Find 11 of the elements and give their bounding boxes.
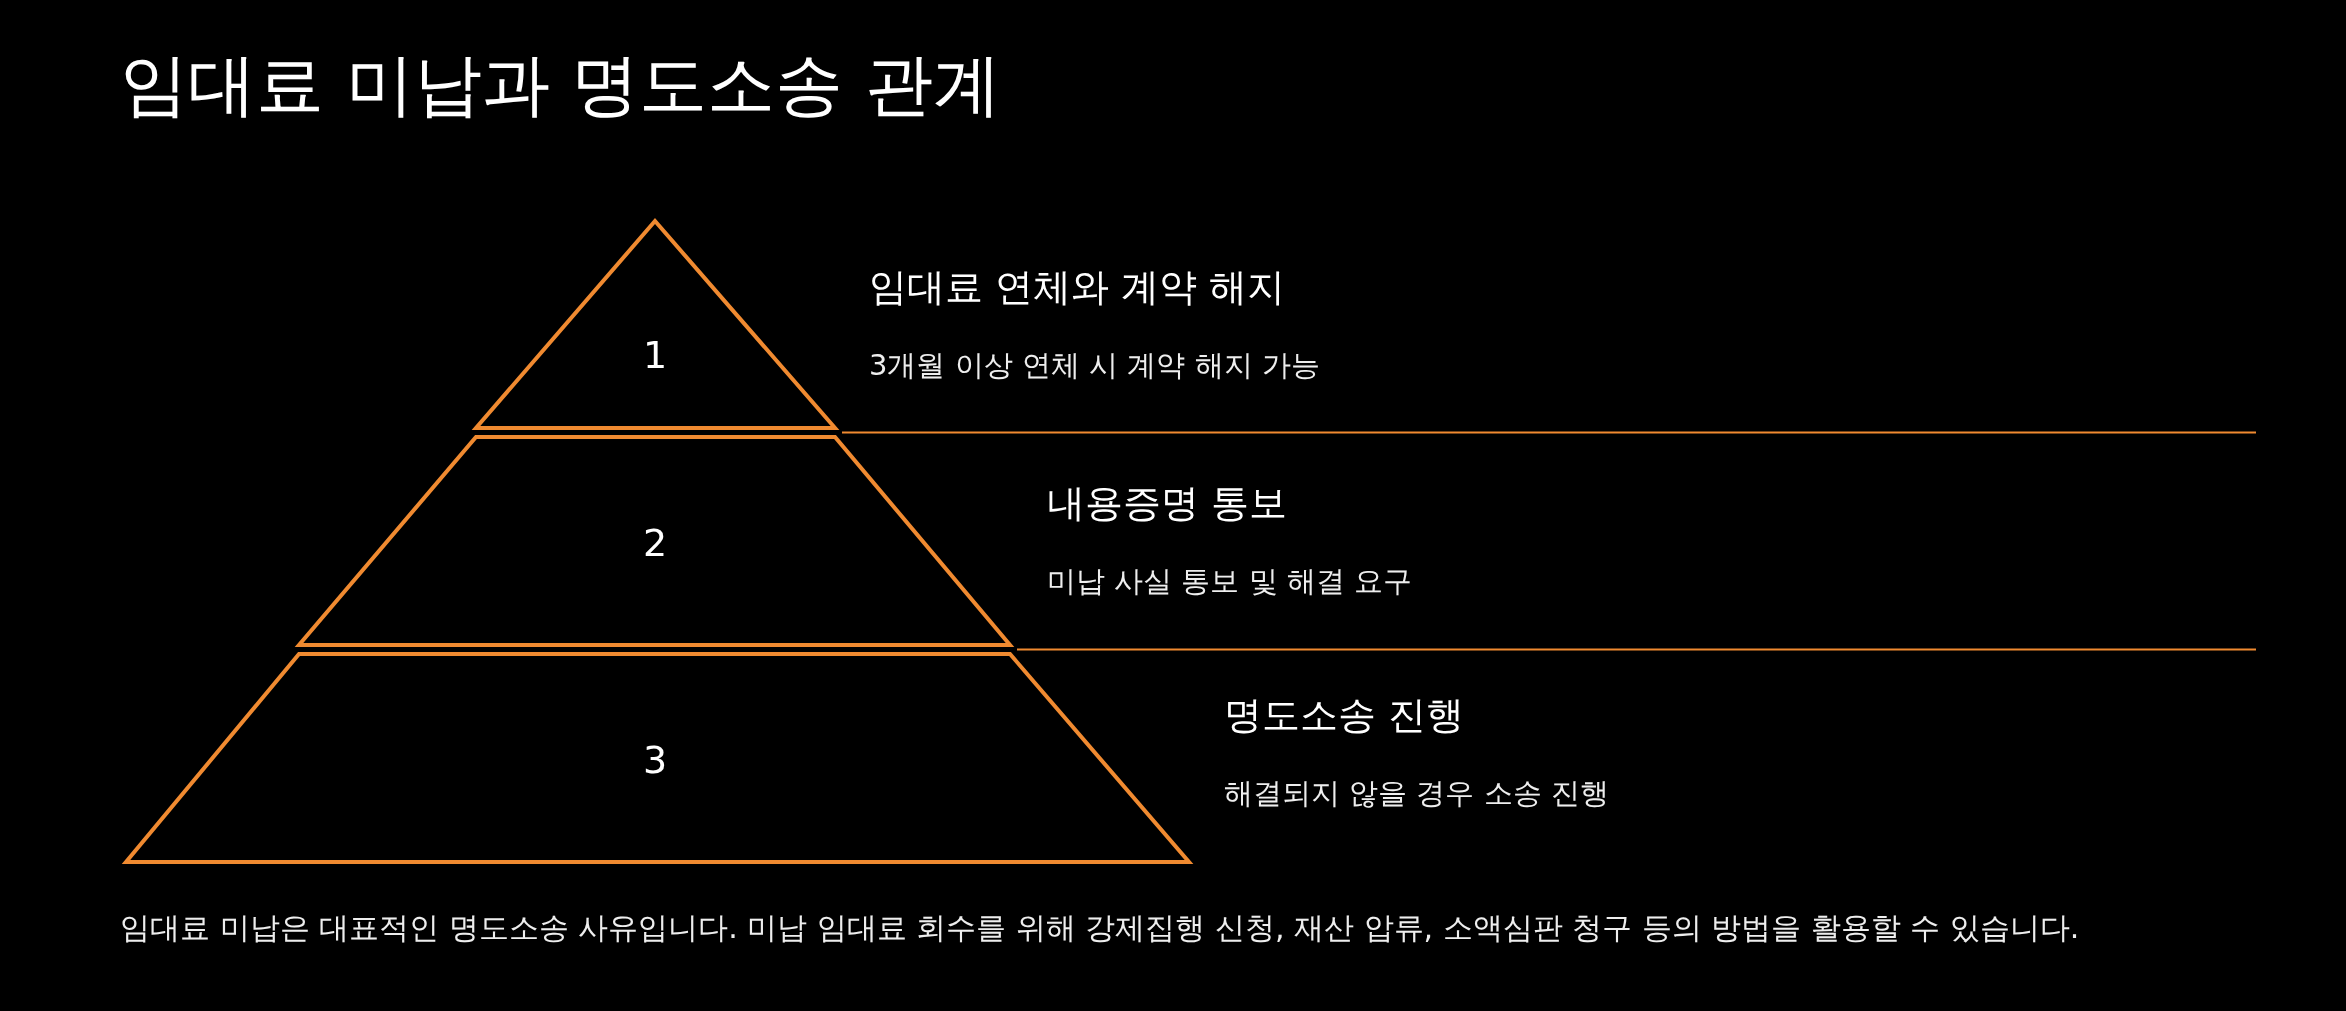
- layer-number: 2: [642, 521, 668, 565]
- step-description: 3개월 이상 연체 시 계약 해지 가능: [869, 347, 1320, 384]
- step-description: 미납 사실 통보 및 해결 요구: [1047, 563, 1413, 600]
- step-heading: 임대료 연체와 계약 해지: [869, 264, 1286, 311]
- step-description: 해결되지 않을 경우 소송 진행: [1224, 775, 1609, 812]
- layer-number: 1: [642, 333, 668, 377]
- title: 임대료 미납과 명도소송 관계: [120, 44, 1001, 126]
- caption: 임대료 미납은 대표적인 명도소송 사유입니다. 미납 임대료 회수를 위해 강제집행 신청, 재산 압류, 소액심판 청구 등의 방법을 활용할 수 있습니다.: [120, 909, 2080, 947]
- step-heading: 내용증명 통보: [1047, 480, 1288, 527]
- layer-number: 3: [642, 738, 668, 782]
- step-heading: 명도소송 진행: [1224, 692, 1465, 739]
